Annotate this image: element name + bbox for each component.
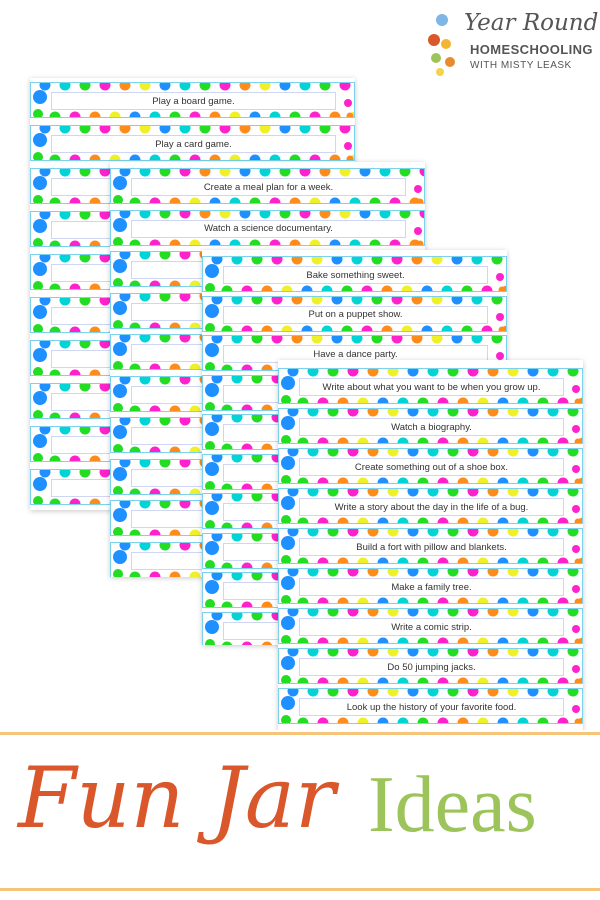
polka-dot-pattern [205,257,506,291]
activity-label: Build a fort with pillow and blankets. [299,538,564,556]
polka-dot-pattern [205,296,506,331]
activity-label: Make a family tree. [299,578,564,596]
activity-label: Watch a biography. [299,418,564,436]
activity-strip: Play a card game. [30,125,355,161]
activity-strip: Watch a science documentary. [110,209,425,246]
activity-strip: Do 50 jumping jacks. [278,648,583,684]
activity-strip: Put on a puppet show. [202,295,507,332]
polka-dot-pattern [281,489,582,523]
activity-strip: Watch a biography. [278,408,583,444]
activity-strip: Make a family tree. [278,568,583,604]
activity-strip: Write a story about the day in the life … [278,488,583,524]
activity-strip: Create something out of a shoe box. [278,448,583,484]
activity-label: Look up the history of your favorite foo… [299,698,564,716]
worksheet-page-4: Write about what you want to be when you… [278,360,583,740]
polka-dot-pattern [281,569,582,603]
polka-dot-pattern [113,210,424,245]
polka-dot-pattern [281,609,582,643]
logo-script-text: Year Round [464,10,599,36]
activity-strip: Play a board game. [30,82,355,118]
activity-label: Play a card game. [51,135,336,153]
polka-dot-pattern [113,169,424,203]
polka-dot-pattern [33,83,354,117]
logo-main-text: HOMESCHOOLING [470,42,593,57]
activity-label: Put on a puppet show. [223,305,488,324]
banner-bottom-rule [0,888,600,891]
activity-strip: Write about what you want to be when you… [278,368,583,404]
activity-strip: Write a comic strip. [278,608,583,644]
activity-label: Play a board game. [51,92,336,110]
activity-label: Write a comic strip. [299,618,564,636]
title-script-text: Fun Jar [18,749,336,847]
activity-label: Watch a science documentary. [131,219,406,238]
activity-label: Do 50 jumping jacks. [299,658,564,676]
polka-dot-pattern [281,449,582,483]
polka-dot-pattern [281,369,582,403]
activity-label: Write a story about the day in the life … [299,498,564,516]
activity-label: Bake something sweet. [223,266,488,284]
activity-strip: Look up the history of your favorite foo… [278,688,583,724]
title-serif-text: Ideas [368,761,537,849]
polka-dot-pattern [281,689,582,723]
polka-dot-pattern [281,529,582,563]
activity-strip: Bake something sweet. [202,256,507,292]
polka-dot-pattern [281,409,582,443]
title-banner [0,730,600,900]
activity-strip: Build a fort with pillow and blankets. [278,528,583,564]
polka-dot-pattern [33,126,354,160]
activity-label: Write about what you want to be when you… [299,378,564,396]
polka-dot-pattern [281,649,582,683]
banner-top-rule [0,732,600,735]
logo-sub-text: WITH MISTY LEASK [470,60,572,71]
activity-label: Create something out of a shoe box. [299,458,564,476]
seasons-leaves-icon [428,14,455,76]
activity-strip: Create a meal plan for a week. [110,168,425,204]
brand-logo: Year Round HOMESCHOOLING WITH MISTY LEAS… [420,0,600,88]
activity-label: Create a meal plan for a week. [131,178,406,196]
